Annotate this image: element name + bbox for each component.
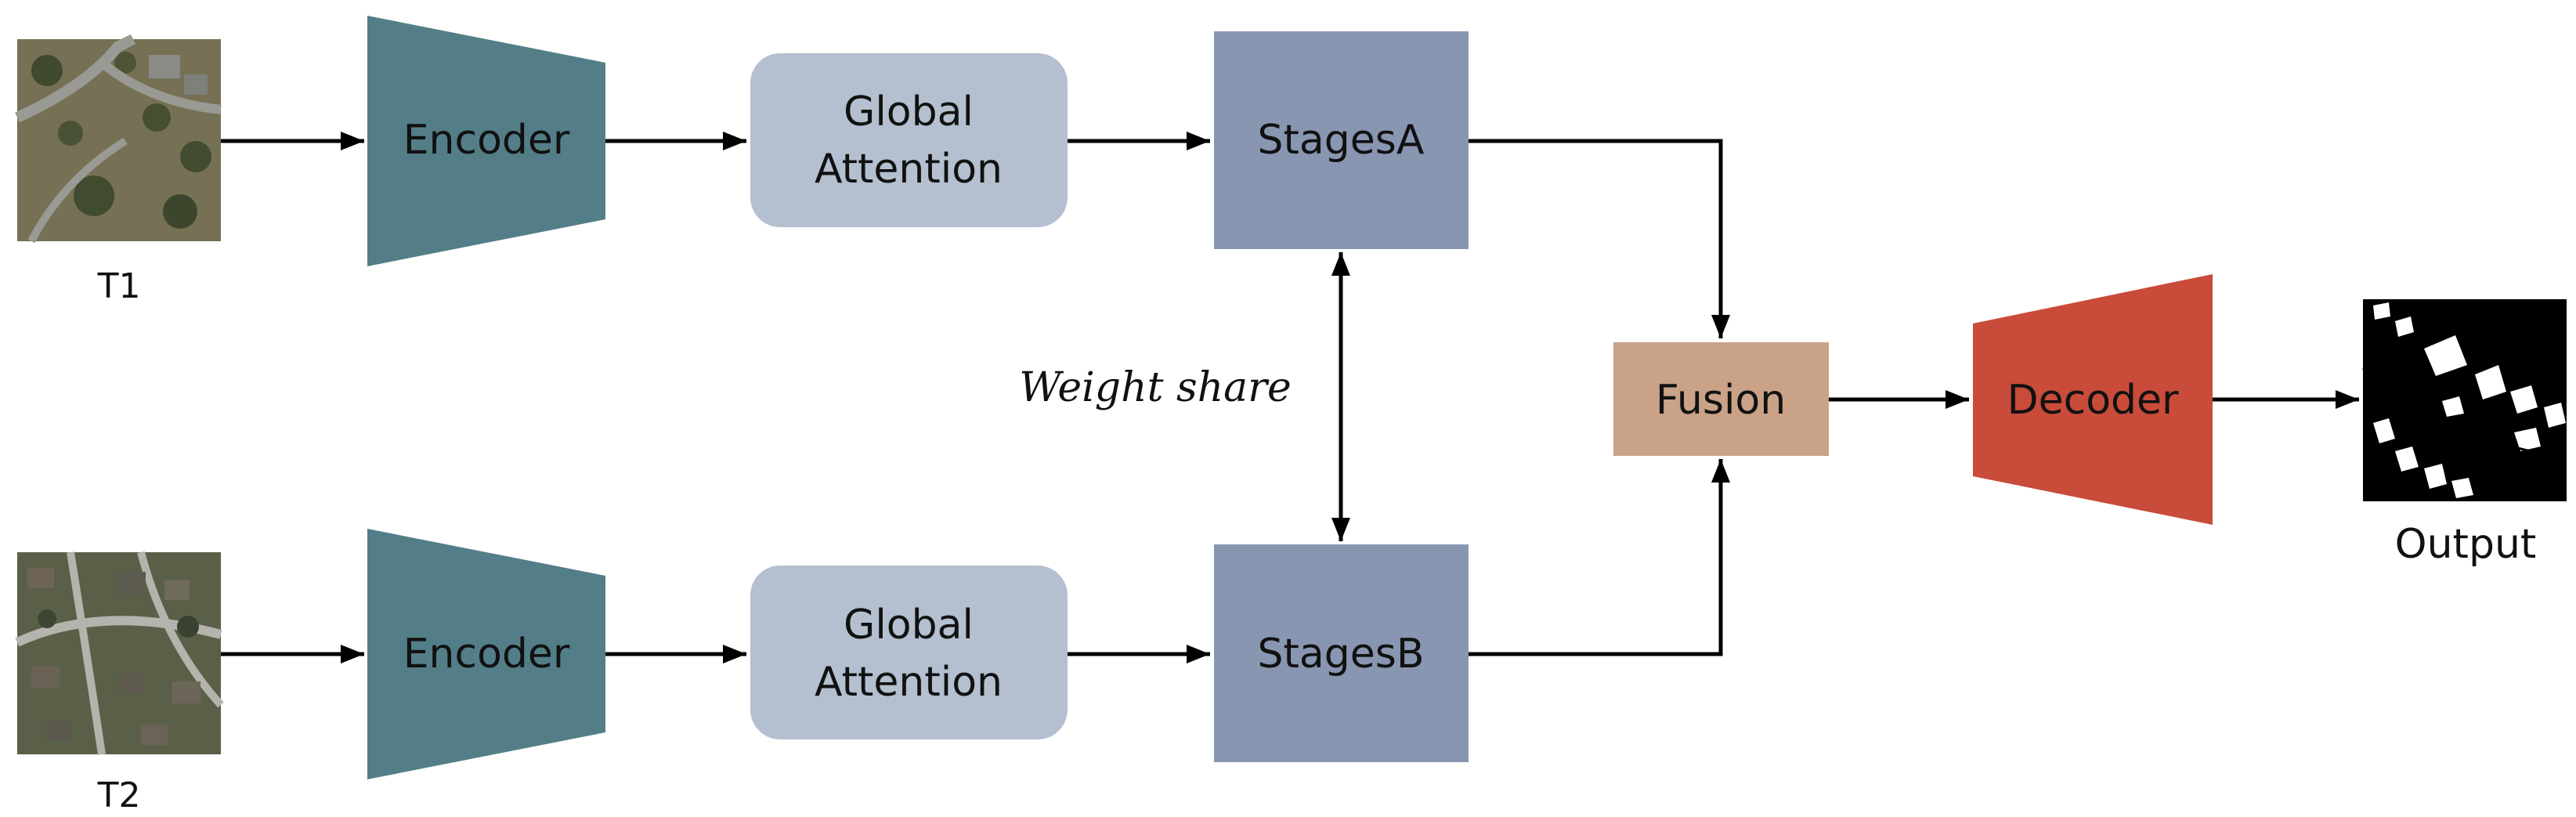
top-attention-label-line1: Global [844, 89, 974, 136]
top-encoder-block [367, 16, 605, 266]
top-global-attention-block [750, 53, 1068, 227]
t2-input-image [15, 551, 224, 755]
output-label: Output [2395, 521, 2537, 568]
arrow-stagesB-to-fusion [1469, 459, 1730, 656]
fusion-label: Fusion [1656, 377, 1786, 424]
t1-input-image [15, 34, 222, 244]
top-attention-label-line2: Attention [815, 146, 1003, 193]
bottom-encoder-label: Encoder [403, 631, 570, 678]
bottom-attention-label-line2: Attention [815, 659, 1003, 706]
decoder-block [1973, 274, 2213, 525]
t1-label: T1 [97, 266, 141, 306]
stagesA-label: StagesA [1258, 117, 1425, 164]
arrow-stagesA-to-fusion [1469, 139, 1730, 338]
fusion-block [1613, 342, 1829, 456]
stagesB-block [1214, 544, 1469, 762]
stagesA-block [1214, 31, 1469, 249]
bottom-global-attention-block [750, 566, 1068, 739]
stagesB-label: StagesB [1257, 631, 1424, 678]
weight-share-label: Weight share [1019, 364, 1292, 411]
output-change-map-image [2362, 299, 2567, 501]
t2-label: T2 [97, 775, 141, 815]
top-encoder-label: Encoder [403, 117, 570, 164]
bottom-encoder-block [367, 529, 605, 779]
decoder-label: Decoder [2007, 377, 2179, 424]
bottom-attention-label-line1: Global [844, 602, 974, 649]
